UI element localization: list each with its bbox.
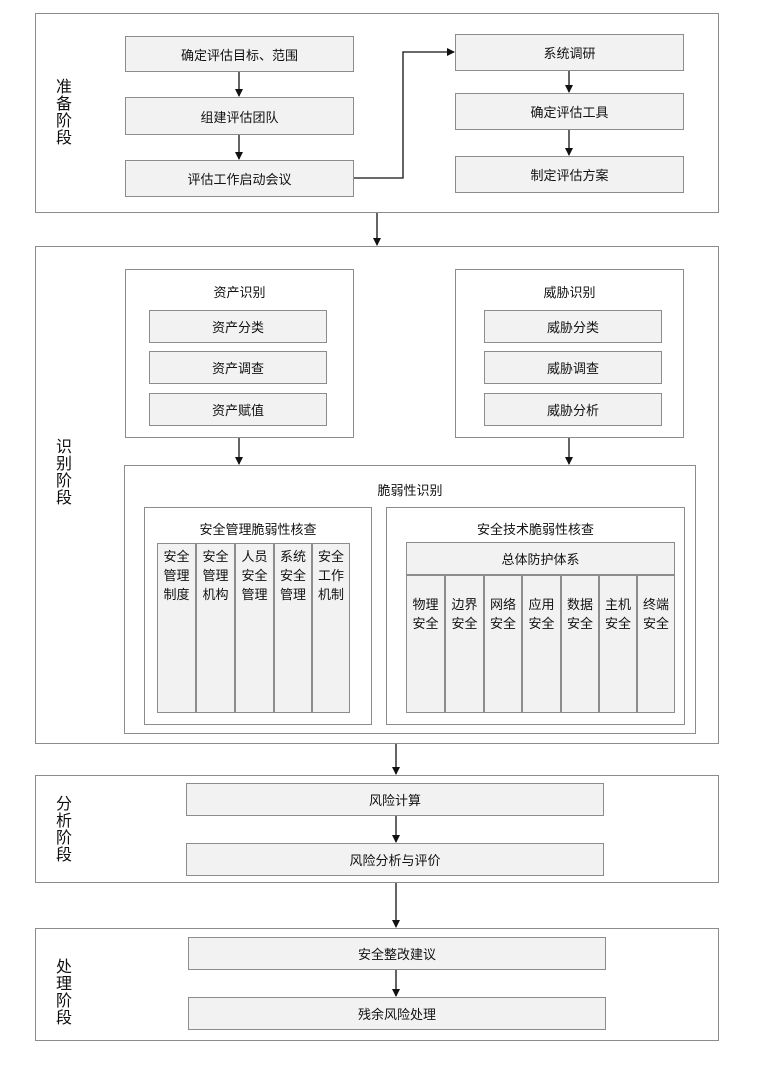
asset-valuation: 资产赋值 — [149, 393, 327, 426]
security-rectification-advice: 安全整改建议 — [188, 937, 606, 970]
mgmt-col-mechanism: 安全工作机制 — [312, 543, 350, 713]
mgmt-col-policy: 安全管理制度 — [157, 543, 196, 713]
threat-identification-title: 威胁识别 — [543, 286, 596, 301]
vulnerability-identification-title: 脆弱性识别 — [377, 484, 443, 499]
prep-stage-label: 准备阶段 — [55, 77, 72, 147]
overall-protection-system: 总体防护体系 — [406, 542, 675, 575]
risk-calculation: 风险计算 — [186, 783, 604, 816]
tech-col-data: 数据安全 — [561, 575, 599, 713]
tech-vuln-check-title: 安全技术脆弱性核查 — [476, 523, 594, 538]
tech-col-physical: 物理安全 — [406, 575, 445, 713]
tech-col-network: 网络安全 — [484, 575, 522, 713]
tech-col-terminal: 终端安全 — [637, 575, 675, 713]
asset-survey: 资产调查 — [149, 351, 327, 384]
mgmt-col-personnel: 人员安全管理 — [235, 543, 274, 713]
prep-step-build-team: 组建评估团队 — [125, 97, 354, 135]
threat-analysis: 威胁分析 — [484, 393, 662, 426]
prep-step-tools: 确定评估工具 — [455, 93, 684, 130]
prep-step-kickoff: 评估工作启动会议 — [125, 160, 354, 197]
threat-classify: 威胁分类 — [484, 310, 662, 343]
tech-col-host: 主机安全 — [599, 575, 637, 713]
prep-step-survey: 系统调研 — [455, 34, 684, 71]
mgmt-vuln-check-title: 安全管理脆弱性核查 — [199, 523, 317, 538]
asset-classify: 资产分类 — [149, 310, 327, 343]
analysis-stage-label: 分析阶段 — [55, 794, 72, 864]
threat-survey: 威胁调查 — [484, 351, 662, 384]
identify-stage-label: 识别阶段 — [55, 437, 72, 507]
handle-stage-label: 处理阶段 — [55, 957, 72, 1027]
mgmt-col-organization: 安全管理机构 — [196, 543, 235, 713]
asset-identification-title: 资产识别 — [213, 286, 266, 301]
tech-col-application: 应用安全 — [522, 575, 561, 713]
tech-col-boundary: 边界安全 — [445, 575, 484, 713]
risk-analysis-evaluation: 风险分析与评价 — [186, 843, 604, 876]
residual-risk-handling: 残余风险处理 — [188, 997, 606, 1030]
mgmt-col-system: 系统安全管理 — [274, 543, 312, 713]
prep-step-define-scope: 确定评估目标、范围 — [125, 36, 354, 72]
prep-step-plan: 制定评估方案 — [455, 156, 684, 193]
arrow-kickoff-to-survey — [354, 48, 455, 179]
